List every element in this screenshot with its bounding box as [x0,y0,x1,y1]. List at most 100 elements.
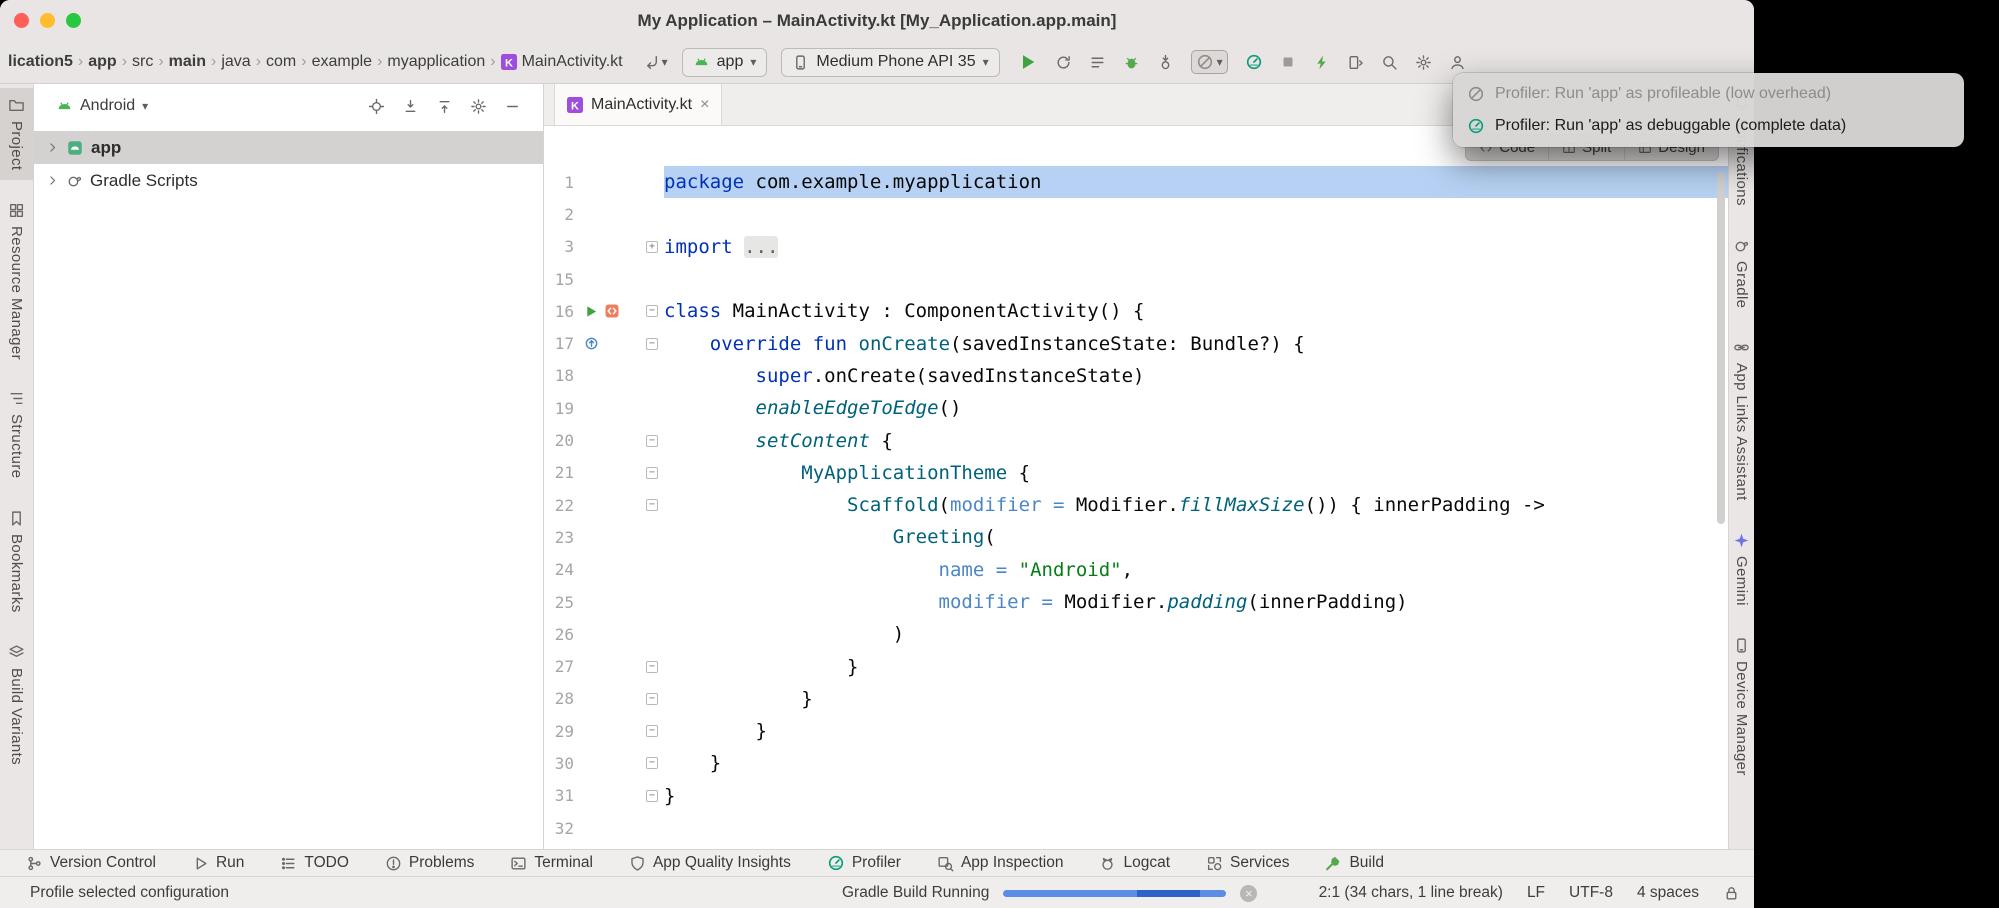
breadcrumb-item-lication5[interactable]: lication5 [8,53,73,71]
code-line-31[interactable]: 31−} [544,780,1728,812]
breadcrumb-item-src[interactable]: src [132,53,153,71]
tool-window-button-run[interactable]: Run [192,854,244,872]
minimize-window-button[interactable] [40,13,55,28]
tool-window-button-version-control[interactable]: Version Control [26,854,156,872]
editor-scrollbar[interactable] [1717,172,1725,524]
fold-marker[interactable]: − [646,661,658,673]
panel-settings-button[interactable] [470,98,487,115]
device-mirror-button[interactable] [1347,54,1364,71]
profiler-dropdown-button[interactable]: ▾ [1191,50,1228,74]
code-line-28[interactable]: 28− } [544,683,1728,715]
code-line-17[interactable]: 17− override fun onCreate(savedInstanceS… [544,327,1728,359]
fold-marker[interactable]: − [646,338,658,350]
popup-item-profiler-run-app-as-debugga[interactable]: Profiler: Run 'app' as debuggable (compl… [1453,110,1964,142]
hide-panel-button[interactable] [504,98,521,115]
build-list-button[interactable] [1089,54,1106,71]
code-line-24[interactable]: 24 name = "Android", [544,554,1728,586]
breadcrumb-item-com[interactable]: com [266,53,296,71]
editor-tab-mainactivity[interactable]: K MainActivity.kt × [554,84,722,125]
tool-window-button-resource-manager[interactable]: Resource Manager [0,193,33,369]
tool-window-button-app-links-assistant[interactable]: App Links Assistant [1729,330,1754,510]
select-opened-file-button[interactable] [368,98,385,115]
debug-button[interactable] [1123,54,1140,71]
tool-window-button-logcat[interactable]: Logcat [1099,854,1170,872]
breadcrumb-item-app[interactable]: app [88,53,116,71]
tool-window-button-services[interactable]: Services [1206,854,1289,872]
compose-icon[interactable] [604,303,620,319]
tool-window-button-app-quality-insights[interactable]: App Quality Insights [629,854,791,872]
rerun-button[interactable] [1055,54,1072,71]
override-icon[interactable] [584,336,599,351]
code-line-27[interactable]: 27− } [544,650,1728,682]
project-tree-item-app[interactable]: app [34,131,543,164]
code-line-16[interactable]: 16−class MainActivity : ComponentActivit… [544,295,1728,327]
line-separator-widget[interactable]: LF [1527,884,1545,902]
code-line-2[interactable]: 2 [544,198,1728,230]
zoom-window-button[interactable] [66,13,81,28]
code-line-30[interactable]: 30− } [544,747,1728,779]
tool-window-button-gradle[interactable]: Gradle [1729,228,1754,317]
fold-marker[interactable]: − [646,725,658,737]
close-window-button[interactable] [14,13,29,28]
fold-marker[interactable]: − [646,790,658,802]
fold-marker[interactable]: − [646,435,658,447]
tool-window-button-device-manager[interactable]: Device Manager [1729,628,1754,785]
fold-marker[interactable]: − [646,467,658,479]
profiler-button[interactable] [1245,53,1263,71]
lock-icon[interactable] [1723,885,1740,902]
code-editor[interactable]: 1package com.example.myapplication23+imp… [544,126,1728,849]
code-line-3[interactable]: 3+import ... [544,231,1728,263]
search-button[interactable] [1381,54,1398,71]
code-line-23[interactable]: 23 Greeting( [544,521,1728,553]
tool-window-button-structure[interactable]: Structure [0,381,33,487]
run-gutter-icon[interactable] [584,304,599,319]
collapse-all-button[interactable] [402,98,419,115]
code-line-32[interactable]: 32 [544,812,1728,844]
breadcrumb-item-example[interactable]: example [312,53,372,71]
fold-marker[interactable]: − [646,693,658,705]
tool-window-button-bookmarks[interactable]: Bookmarks [0,501,33,622]
code-line-15[interactable]: 15 [544,263,1728,295]
code-line-29[interactable]: 29− } [544,715,1728,747]
settings-button[interactable] [1415,54,1432,71]
stop-button[interactable] [1280,54,1296,70]
tool-window-button-todo[interactable]: TODO [280,854,349,872]
fold-marker[interactable]: − [646,305,658,317]
encoding-widget[interactable]: UTF-8 [1569,884,1613,902]
tool-window-button-problems[interactable]: Problems [385,854,474,872]
tool-window-button-app-inspection[interactable]: App Inspection [937,854,1064,872]
code-line-21[interactable]: 21− MyApplicationTheme { [544,457,1728,489]
fold-marker[interactable]: − [646,499,658,511]
expand-all-button[interactable] [436,98,453,115]
attach-debugger-button[interactable] [1157,54,1174,71]
breadcrumb-item-java[interactable]: java [221,53,250,71]
tool-window-button-terminal[interactable]: Terminal [510,854,593,872]
close-tab-icon[interactable]: × [700,97,709,113]
code-line-26[interactable]: 26 ) [544,618,1728,650]
caret-position-widget[interactable]: 2:1 (34 chars, 1 line break) [1319,884,1503,902]
code-line-22[interactable]: 22− Scaffold(modifier = Modifier.fillMax… [544,489,1728,521]
breadcrumb-item-myapplication[interactable]: myapplication [387,53,485,71]
run-button[interactable] [1018,52,1038,72]
tool-window-button-build-variants[interactable]: Build Variants [0,635,33,774]
code-line-20[interactable]: 20− setContent { [544,424,1728,456]
fold-marker[interactable]: + [646,241,658,253]
breadcrumb-item-main[interactable]: main [169,53,206,71]
tool-window-button-build[interactable]: Build [1325,854,1383,872]
vcs-widget-button[interactable]: ▾ [643,54,668,71]
user-button[interactable] [1449,54,1466,71]
apply-changes-button[interactable] [1313,54,1330,71]
tool-window-button-project[interactable]: Project [0,88,33,180]
run-configuration-select[interactable]: app ▾ [682,48,768,77]
code-line-19[interactable]: 19 enableEdgeToEdge() [544,392,1728,424]
tool-window-button-gemini[interactable]: Gemini [1729,523,1754,615]
project-view-selector[interactable]: Android [80,97,135,115]
code-line-1[interactable]: 1package com.example.myapplication [544,166,1728,198]
cancel-build-button[interactable]: × [1240,885,1257,902]
fold-marker[interactable]: − [646,757,658,769]
code-line-18[interactable]: 18 super.onCreate(savedInstanceState) [544,360,1728,392]
breadcrumb-item-mainactivity-kt[interactable]: KMainActivity.kt [501,53,623,71]
indent-widget[interactable]: 4 spaces [1637,884,1699,902]
device-select[interactable]: Medium Phone API 35 ▾ [781,48,999,77]
code-line-25[interactable]: 25 modifier = Modifier.padding(innerPadd… [544,586,1728,618]
